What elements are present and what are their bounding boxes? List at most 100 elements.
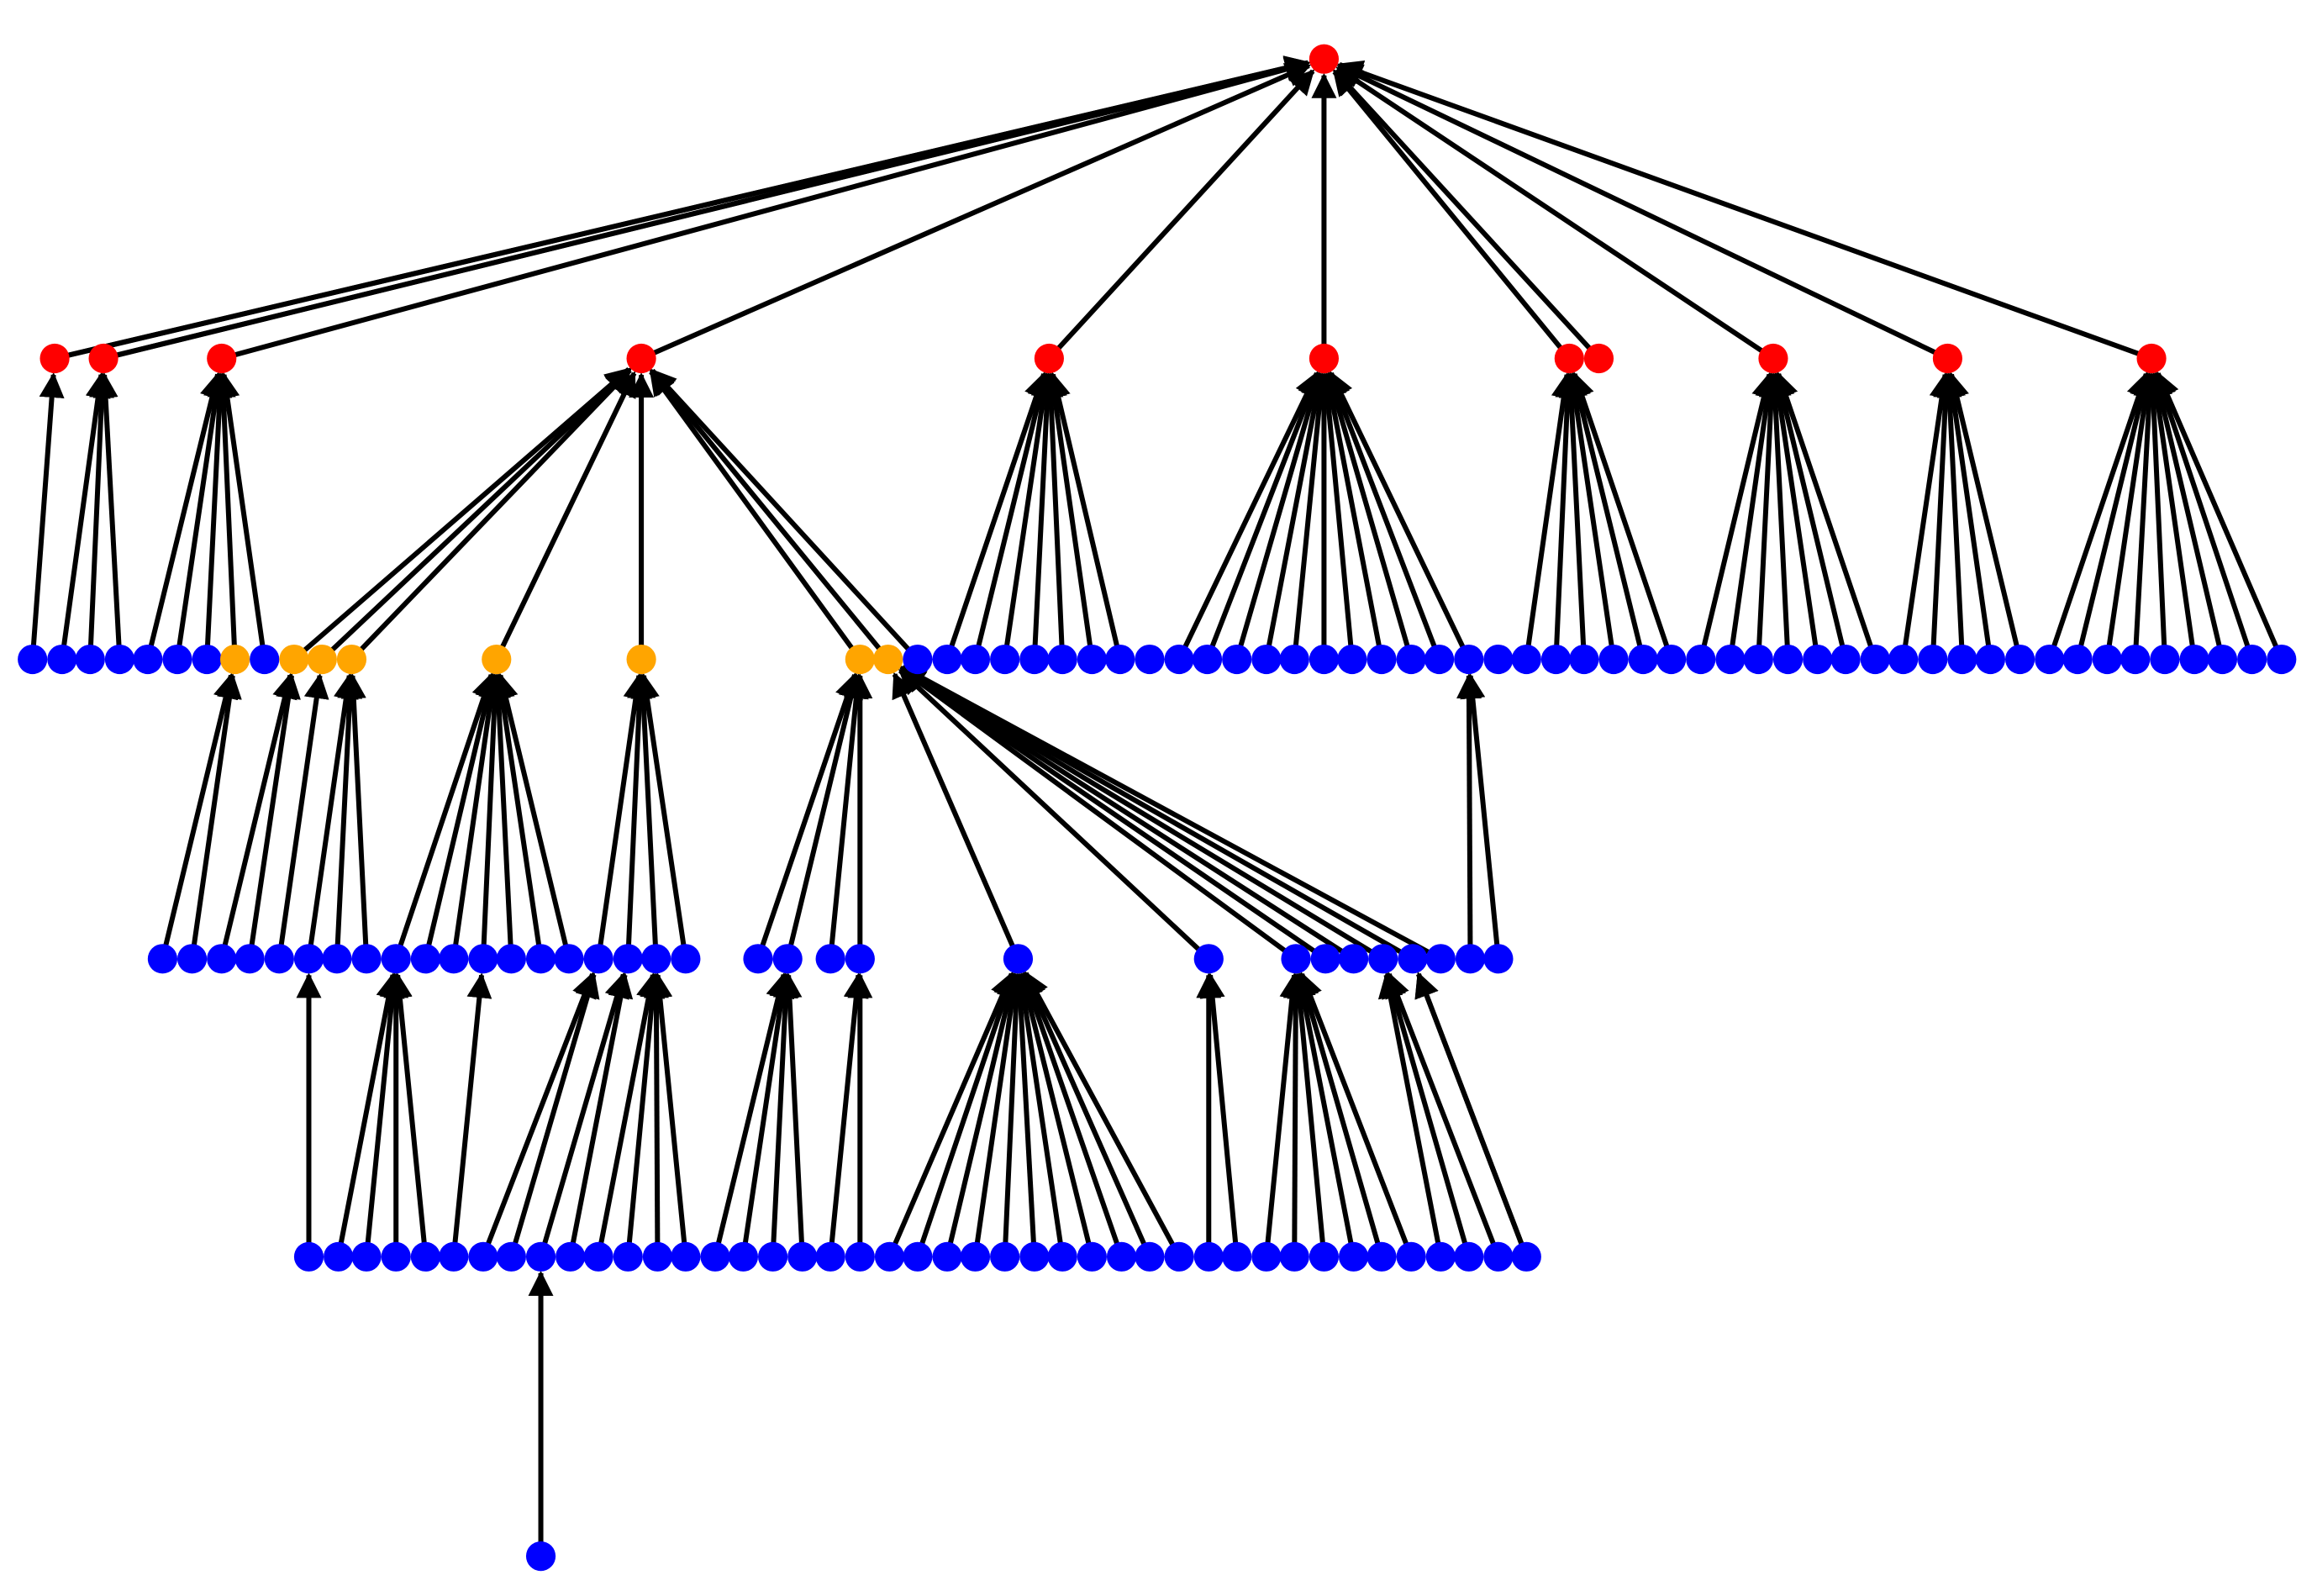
edge-arrow (450, 972, 492, 1257)
edge-arrow (387, 972, 429, 1257)
edge-arrow (1022, 971, 1152, 1258)
blue-node (990, 1241, 1020, 1272)
orange-node (307, 644, 337, 675)
blue-node (903, 644, 933, 675)
edge-arrow (1570, 371, 1674, 661)
blue-node (381, 944, 411, 974)
blue-node (1281, 944, 1311, 974)
edge-arrow (145, 371, 225, 661)
edge-arrow (1524, 371, 1577, 660)
blue-node (1888, 644, 1919, 675)
edge-arrow (364, 972, 405, 1257)
edge-arrow (596, 672, 649, 960)
blue-node (1483, 1241, 1514, 1272)
edge-arrow (247, 672, 301, 960)
orange-node (845, 644, 875, 675)
blue-node (525, 1241, 556, 1272)
edge-arrow (1263, 972, 1305, 1257)
blue-node (1569, 644, 1599, 675)
edge-arrow (625, 972, 666, 1257)
blue-node (700, 1241, 730, 1272)
edge-arrow (1042, 371, 1095, 660)
edge-arrow (756, 672, 860, 960)
edge-arrow (1002, 972, 1029, 1257)
edge-arrow (1282, 972, 1309, 1257)
blue-node (1135, 644, 1165, 675)
edge-arrow (972, 972, 1025, 1257)
red-node (39, 343, 70, 374)
blue-node (613, 1241, 643, 1272)
edge-arrow (1008, 972, 1037, 1257)
blue-node (2207, 644, 2238, 675)
edge-arrow (2141, 372, 2167, 660)
edge-arrow (567, 972, 634, 1257)
edge-arrow (92, 372, 123, 660)
blue-node (1511, 644, 1541, 675)
blue-node (293, 1241, 324, 1272)
edge-arrow (306, 672, 359, 960)
edge-arrow (1047, 69, 1315, 361)
blue-node (613, 944, 643, 974)
edge-arrow (2151, 371, 2255, 661)
edge-arrow (87, 372, 115, 660)
edge-arrow (945, 371, 1049, 661)
edge-arrow (1045, 371, 1123, 661)
blue-node (2237, 644, 2267, 675)
edge-arrow (643, 972, 669, 1257)
blue-node (2179, 644, 2209, 675)
edge-arrow (340, 673, 370, 959)
blue-node (47, 644, 77, 675)
edge-arrow (335, 972, 402, 1257)
edge-arrow (828, 673, 869, 960)
red-node (1554, 343, 1584, 374)
blue-node (1918, 644, 1948, 675)
blue-node (192, 644, 222, 675)
blue-node (410, 1241, 440, 1272)
blue-node (1337, 644, 1367, 675)
edge-arrow (350, 368, 632, 661)
edge-arrow (1015, 972, 1095, 1258)
blue-node (990, 644, 1020, 675)
blue-node (743, 944, 773, 974)
blue-node (264, 944, 294, 974)
blue-node (671, 944, 701, 974)
blue-node (496, 944, 526, 974)
edge-arrow (1335, 66, 1775, 361)
blue-node (525, 944, 556, 974)
edge-arrow (1770, 371, 1849, 661)
blue-node (1628, 644, 1658, 675)
edge-arrow (1382, 972, 1472, 1258)
edge-arrow (1329, 371, 1472, 661)
edge-arrow (740, 972, 795, 1257)
edge-arrow (2144, 371, 2198, 660)
nodes-layer (18, 44, 2297, 1572)
orange-node (626, 644, 656, 675)
blue-node (1105, 644, 1135, 675)
blue-node (468, 1241, 498, 1272)
blue-node (439, 1241, 469, 1272)
blue-node (1367, 644, 1397, 675)
edge-arrow (647, 972, 688, 1257)
blue-node (671, 1241, 701, 1272)
edge-arrow (596, 972, 661, 1257)
edge-arrow (29, 372, 65, 660)
blue-node (960, 1241, 991, 1272)
red-node (88, 343, 118, 374)
edge-arrow (1762, 372, 1791, 660)
edge-arrow (649, 369, 862, 661)
red-node (1583, 343, 1614, 374)
blue-node (1339, 944, 1369, 974)
blue-node (1396, 644, 1426, 675)
blue-node (147, 944, 177, 974)
blue-node (1309, 644, 1340, 675)
edge-arrow (1287, 972, 1327, 1257)
edge-arrow (1456, 673, 1482, 959)
edge-arrow (1558, 372, 1587, 660)
blue-node (874, 1241, 905, 1272)
edge-arrow (2075, 371, 2155, 661)
blue-node (1164, 1241, 1194, 1272)
blue-node (75, 644, 105, 675)
blue-node (1251, 1241, 1282, 1272)
blue-node (787, 1241, 818, 1272)
